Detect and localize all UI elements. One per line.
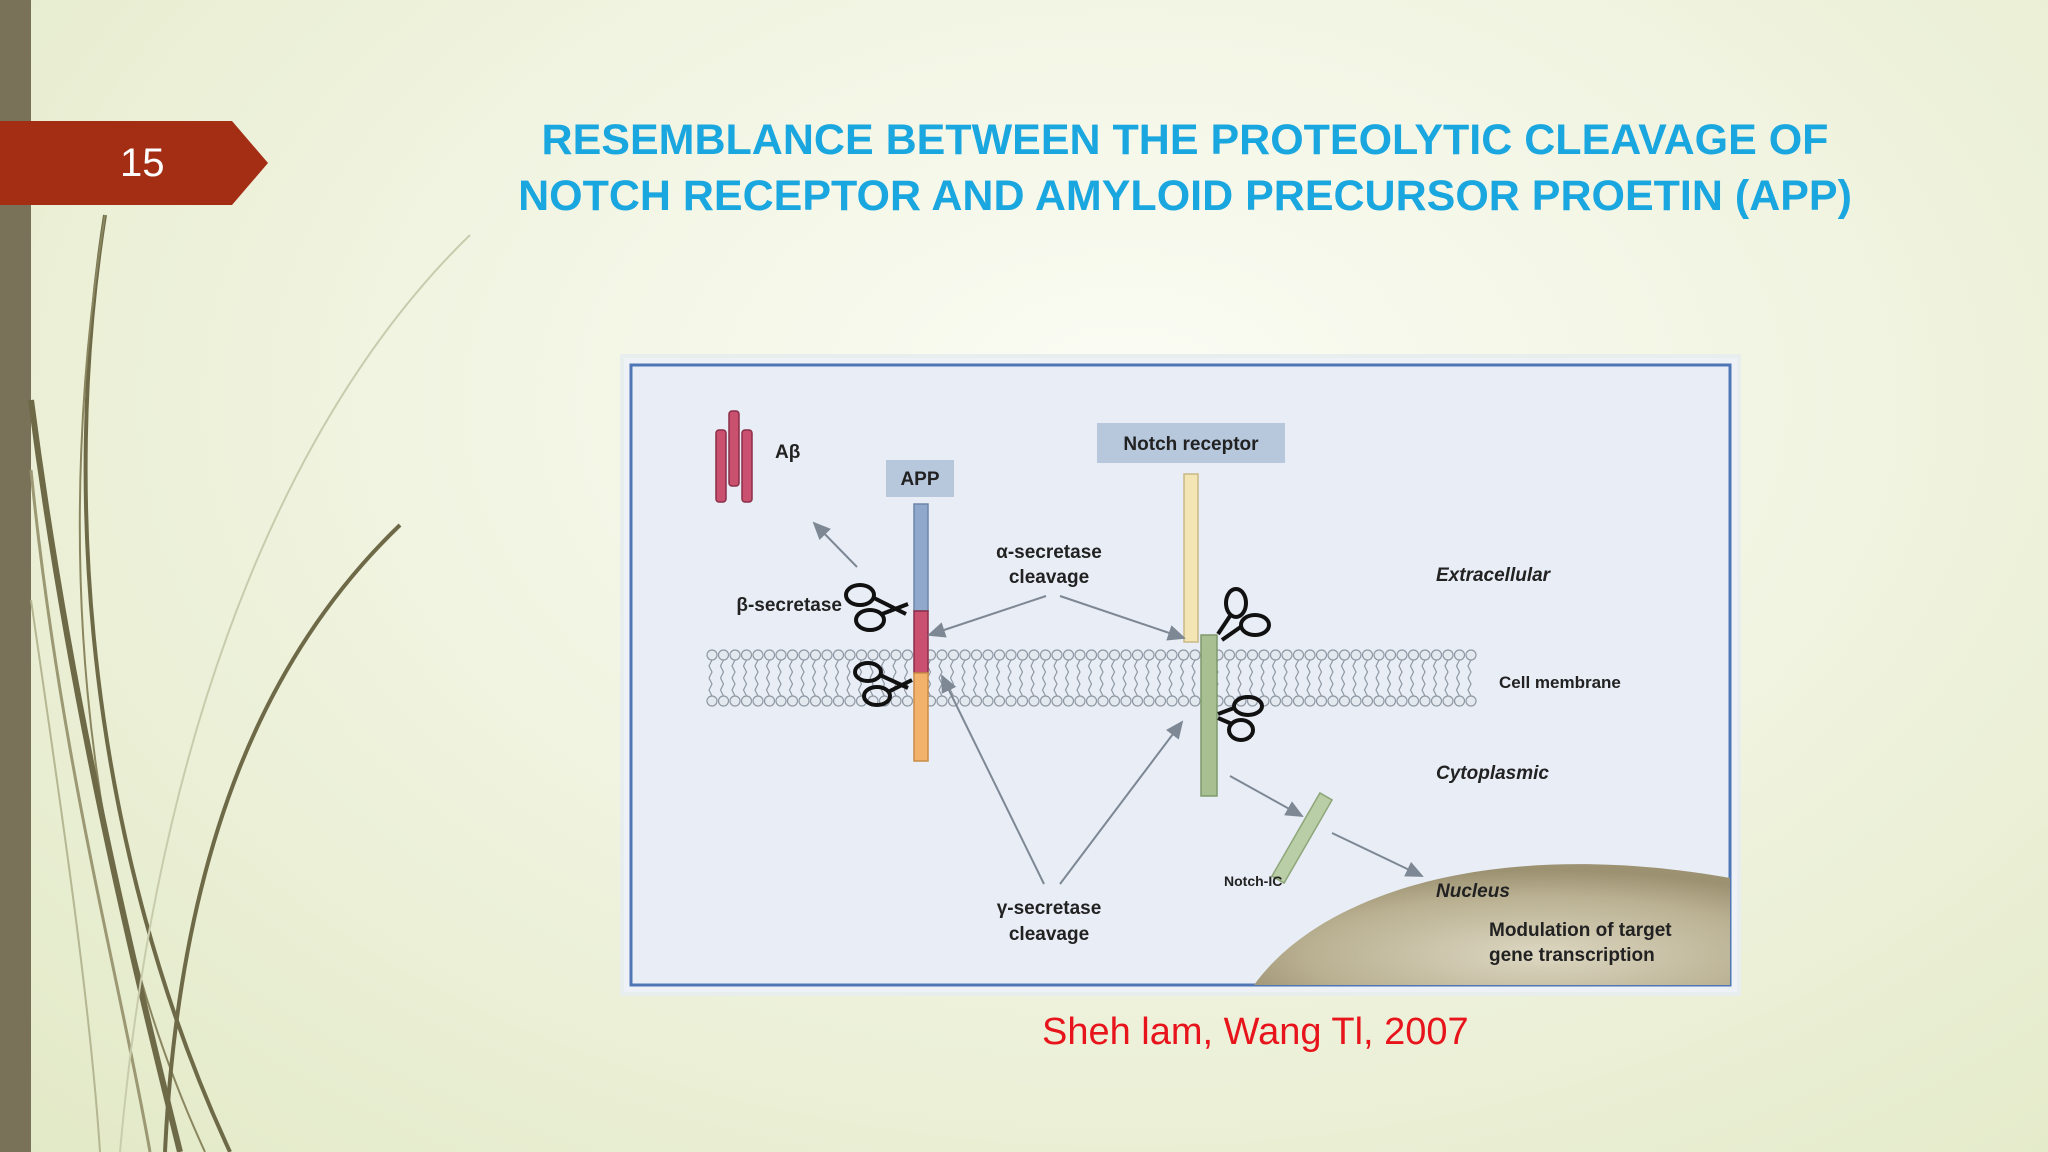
alpha-secretase-label: α-secretase — [996, 542, 1102, 563]
beta-secretase-scissors-icon — [844, 583, 909, 632]
nucleus-shape — [1254, 864, 1730, 985]
notch-ic-fragment — [1270, 791, 1334, 885]
gamma-secretase-scissors-icon-app — [853, 661, 913, 707]
cell-membrane-label: Cell membrane — [1499, 673, 1621, 692]
gamma-secretase-label: γ-secretase — [997, 898, 1102, 919]
cytoplasmic-label: Cytoplasmic — [1436, 763, 1549, 784]
abeta-peptide — [715, 410, 753, 503]
notch-receptor-label-box — [1097, 423, 1285, 463]
alpha-secretase-scissors-icon-notch — [1216, 587, 1271, 642]
app-protein — [913, 503, 929, 762]
arrows — [812, 521, 1424, 885]
gamma-cleavage-label: cleavage — [1009, 924, 1089, 945]
decorative-swooshes — [28, 214, 471, 1152]
beta-secretase-label: β-secretase — [736, 595, 842, 616]
app-label: APP — [900, 469, 939, 490]
alpha-cleavage-label: cleavage — [1009, 567, 1089, 588]
slide-number-badge-arrow — [232, 121, 268, 205]
modulation-label-line-2: gene transcription — [1489, 945, 1655, 966]
notch-receptor-label: Notch receptor — [1123, 434, 1259, 455]
figure-frame: Aβ APP Notch receptor — [624, 358, 1737, 992]
cleavage-diagram: Aβ APP Notch receptor — [629, 363, 1732, 987]
nucleus-label: Nucleus — [1436, 881, 1510, 902]
abeta-label: Aβ — [775, 442, 800, 463]
citation: Sheh lam, Wang Tl, 2007 — [1042, 1011, 1469, 1053]
notch-receptor — [1183, 473, 1218, 797]
slide-title: RESEMBLANCE BETWEEN THE PROTEOLYTIC CLEA… — [420, 112, 1950, 224]
slide-title-line-2: NOTCH RECEPTOR AND AMYLOID PRECURSOR PRO… — [518, 172, 1852, 220]
slide-number: 15 — [120, 141, 165, 185]
app-label-box — [886, 460, 954, 497]
gamma-secretase-scissors-icon-notch — [1217, 695, 1264, 742]
slide-title-line-1: RESEMBLANCE BETWEEN THE PROTEOLYTIC CLEA… — [541, 116, 1829, 164]
modulation-label-line-1: Modulation of target — [1489, 920, 1672, 941]
cell-membrane — [706, 649, 1477, 707]
notch-ic-label: Notch-IC — [1224, 873, 1282, 889]
extracellular-label: Extracellular — [1436, 565, 1552, 586]
slide-number-badge — [0, 121, 232, 205]
